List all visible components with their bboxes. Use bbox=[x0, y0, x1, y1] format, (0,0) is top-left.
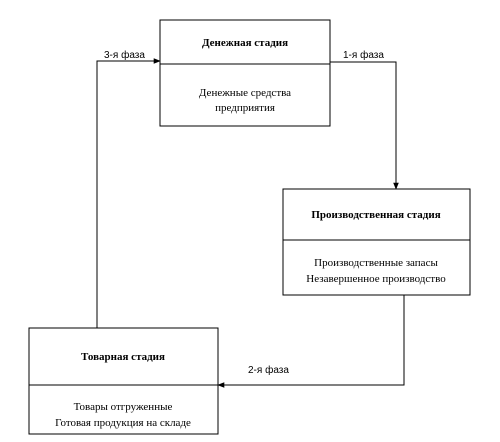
phase-3-arrow bbox=[96, 58, 161, 328]
goods-stage-title: Товарная стадия bbox=[81, 351, 165, 363]
production-stage-box: Производственная стадия Производственные… bbox=[282, 188, 471, 296]
production-stage-line-2: Незавершенное производство bbox=[306, 273, 446, 285]
money-stage-line-1: Денежные средства bbox=[199, 87, 291, 99]
goods-stage-line-2: Готовая продукция на складе bbox=[55, 417, 191, 429]
goods-stage-line-1: Товары отгруженные bbox=[74, 401, 173, 413]
production-stage-title: Производственная стадия bbox=[311, 209, 440, 221]
goods-stage-box: Товарная стадия Товары отгруженные Готов… bbox=[28, 327, 219, 435]
phase-1-label: 1-я фаза bbox=[343, 49, 384, 61]
phase-2-label: 2-я фаза bbox=[248, 364, 289, 376]
phase-1-arrow bbox=[330, 61, 399, 190]
phase-2-arrow bbox=[217, 295, 405, 388]
phase-3-label: 3-я фаза bbox=[104, 49, 145, 61]
money-stage-line-2: предприятия bbox=[215, 102, 275, 114]
money-stage-box: Денежная стадия Денежные средства предпр… bbox=[159, 19, 331, 127]
money-stage-title: Денежная стадия bbox=[202, 37, 288, 49]
production-stage-line-1: Производственные запасы bbox=[314, 257, 438, 269]
